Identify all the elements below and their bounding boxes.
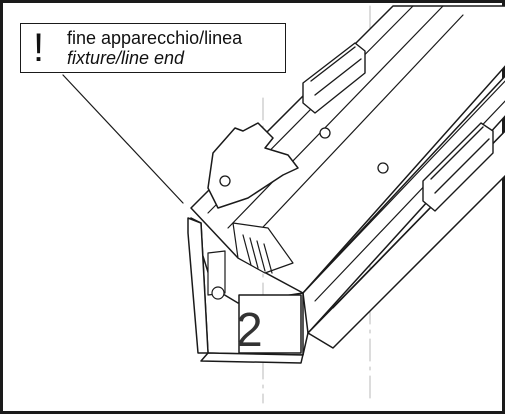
callout-text-english: fixture/line end: [67, 48, 185, 68]
callout-text-italian: fine apparecchio/linea: [67, 28, 243, 48]
warning-icon: !: [33, 26, 45, 70]
bracket-hole: [219, 175, 231, 187]
holes: [319, 127, 389, 174]
callout-box: ! fine apparecchio/linea fixture/line en…: [20, 23, 286, 73]
mounting-bracket: [207, 122, 299, 209]
leader-line: [62, 74, 184, 204]
fixture-illustration: [62, 5, 505, 404]
step-plate: [238, 294, 302, 354]
connector: [207, 222, 294, 300]
clip-tabs: [302, 42, 494, 212]
step-number: 2: [236, 304, 263, 357]
